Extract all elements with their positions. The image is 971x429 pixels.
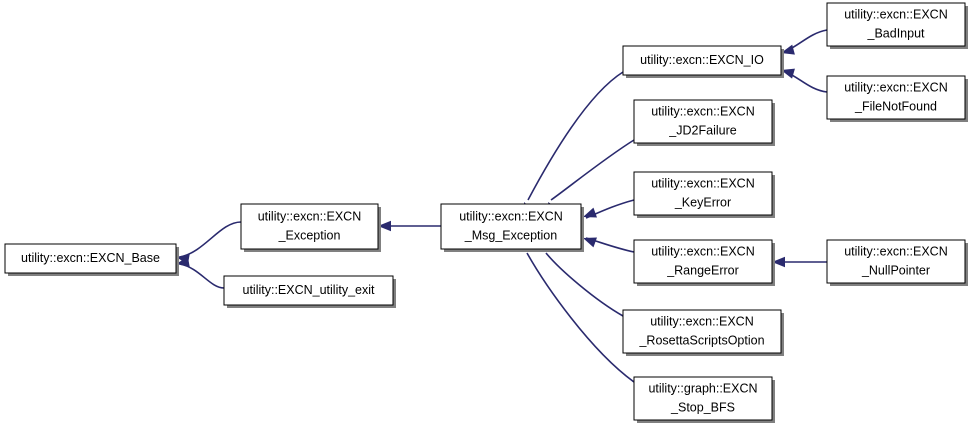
arrowhead-excn_io-10 xyxy=(781,68,795,79)
node-excn_keyerror[interactable]: utility::excn::EXCN_KeyError xyxy=(633,171,775,218)
node-excn_rosettascriptsoption[interactable]: utility::excn::EXCN_RosettaScriptsOption xyxy=(622,309,784,356)
node-label: _Stop_BFS xyxy=(670,400,735,414)
node-label: utility::excn::EXCN xyxy=(258,209,362,223)
node-rect xyxy=(633,376,773,421)
node-label: _KeyError xyxy=(674,195,731,209)
node-label: _RangeError xyxy=(666,263,739,277)
node-excn_nullpointer[interactable]: utility::excn::EXCN_NullPointer xyxy=(826,239,968,286)
node-rect xyxy=(223,275,394,306)
edge-excn_rosettascriptsoption-to-excn_msg_exception xyxy=(545,252,624,317)
node-label: utility::excn::EXCN xyxy=(651,244,755,258)
node-label: utility::excn::EXCN xyxy=(844,244,948,258)
nodes-layer: utility::excn::EXCN_Baseutility::excn::E… xyxy=(4,2,968,423)
node-label: _Msg_Exception xyxy=(464,228,557,242)
node-rect xyxy=(633,99,773,144)
node-rect xyxy=(633,171,773,216)
node-label: utility::excn::EXCN xyxy=(651,176,755,190)
node-rect xyxy=(633,239,773,284)
node-label: _Exception xyxy=(278,228,341,242)
edge-excn_io-to-excn_msg_exception xyxy=(527,71,624,201)
arrowhead-excn_exception-2 xyxy=(378,220,391,232)
edge-excn_utility_exit-to-excn_base xyxy=(179,263,225,289)
node-rect xyxy=(622,309,782,354)
node-label: utility::graph::EXCN xyxy=(648,381,757,395)
node-rect xyxy=(240,203,379,250)
node-label: utility::EXCN_utility_exit xyxy=(243,283,376,297)
node-label: _BadInput xyxy=(867,26,926,40)
edges-layer xyxy=(179,29,828,383)
node-label: utility::excn::EXCN_Base xyxy=(21,251,160,265)
node-label: utility::excn::EXCN xyxy=(844,80,948,94)
node-label: _NullPointer xyxy=(861,263,930,277)
node-rect xyxy=(440,203,582,250)
node-excn_jd2failure[interactable]: utility::excn::EXCN_JD2Failure xyxy=(633,99,775,146)
node-excn_base[interactable]: utility::excn::EXCN_Base xyxy=(4,243,179,276)
node-label: _RosettaScriptsOption xyxy=(638,333,764,347)
arrowhead-excn_rangeerror-11 xyxy=(772,256,785,268)
edge-excn_stop_bfs-to-excn_msg_exception xyxy=(526,252,635,383)
arrowhead-excn_io-9 xyxy=(781,44,795,55)
node-excn_msg_exception[interactable]: utility::excn::EXCN_Msg_Exception xyxy=(440,203,584,252)
node-label: utility::excn::EXCN xyxy=(651,104,755,118)
edge-excn_exception-to-excn_base xyxy=(179,221,242,258)
node-excn_utility_exit[interactable]: utility::EXCN_utility_exit xyxy=(223,275,396,308)
node-rect xyxy=(622,45,782,76)
arrowhead-excn_base-1 xyxy=(176,256,190,267)
node-label: _FileNotFound xyxy=(854,99,937,113)
node-label: utility::excn::EXCN_IO xyxy=(640,53,764,67)
arrowhead-excn_msg_exception-5 xyxy=(583,207,597,218)
edge-excn_jd2failure-to-excn_msg_exception xyxy=(550,139,635,201)
node-rect xyxy=(826,2,966,47)
node-excn_io[interactable]: utility::excn::EXCN_IO xyxy=(622,45,784,78)
node-label: utility::excn::EXCN xyxy=(650,314,754,328)
node-excn_filenotfound[interactable]: utility::excn::EXCN_FileNotFound xyxy=(826,75,968,122)
node-excn_exception[interactable]: utility::excn::EXCN_Exception xyxy=(240,203,381,252)
node-excn_stop_bfs[interactable]: utility::graph::EXCN_Stop_BFS xyxy=(633,376,775,423)
node-excn_badinput[interactable]: utility::excn::EXCN_BadInput xyxy=(826,2,968,49)
node-rect xyxy=(4,243,177,274)
node-label: utility::excn::EXCN xyxy=(459,209,563,223)
node-label: utility::excn::EXCN xyxy=(844,7,948,21)
node-rect xyxy=(826,75,966,120)
arrowhead-excn_msg_exception-6 xyxy=(583,237,597,248)
node-rect xyxy=(826,239,966,284)
node-excn_rangeerror[interactable]: utility::excn::EXCN_RangeError xyxy=(633,239,775,286)
node-label: _JD2Failure xyxy=(668,123,736,137)
